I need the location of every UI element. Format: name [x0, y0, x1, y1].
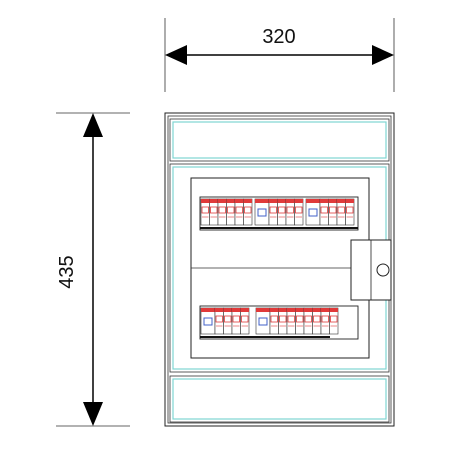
breaker-header	[270, 308, 279, 312]
breaker-group-4	[200, 307, 250, 335]
breaker-toggle-icon	[320, 206, 328, 214]
rcd-header	[201, 308, 215, 312]
breaker-header	[328, 199, 337, 203]
height-dimension: 435	[56, 112, 130, 427]
breaker-header	[304, 308, 313, 312]
breaker-toggle-icon	[270, 315, 278, 323]
breaker-toggle-icon	[201, 206, 209, 214]
breaker-group-5	[255, 307, 339, 335]
breaker-toggle-icon	[329, 206, 337, 214]
rcd-test-button-icon	[203, 317, 213, 326]
breaker-header	[201, 199, 210, 203]
width-arrow-left	[165, 45, 187, 65]
breaker-toggle-icon	[227, 206, 235, 214]
breaker-toggle-icon	[330, 315, 338, 323]
breaker-toggle-icon	[244, 206, 252, 214]
bottom-cover-frame	[172, 378, 387, 420]
breaker-group-2	[254, 198, 304, 226]
breaker-header	[312, 308, 321, 312]
height-arrow-bottom	[83, 402, 103, 426]
breaker-header	[320, 199, 329, 203]
rcd-test-button-icon	[258, 317, 268, 326]
breaker-header	[226, 199, 235, 203]
bottom-cover	[169, 375, 390, 423]
breaker-toggle-icon	[224, 315, 232, 323]
breaker-toggle-icon	[304, 315, 312, 323]
breaker-header	[232, 308, 241, 312]
breaker-header	[218, 199, 227, 203]
rcd-test-button-icon	[257, 208, 267, 217]
width-label: 320	[262, 26, 295, 48]
breaker-toggle-icon	[287, 315, 295, 323]
breaker-toggle-icon	[346, 206, 354, 214]
width-arrow-right	[372, 45, 394, 65]
breaker-header	[329, 308, 338, 312]
breaker-toggle-icon	[313, 315, 321, 323]
rcd-header	[306, 199, 320, 203]
breaker-header	[277, 199, 286, 203]
breaker-header	[295, 308, 304, 312]
upper-breakers	[200, 198, 355, 226]
breaker-header	[240, 308, 249, 312]
breaker-header	[294, 199, 303, 203]
breaker-toggle-icon	[295, 206, 303, 214]
breaker-toggle-icon	[269, 206, 277, 214]
enclosure-outer	[164, 112, 395, 427]
top-cover	[169, 118, 390, 162]
lower-breakers	[200, 307, 339, 335]
rcd-header	[256, 308, 270, 312]
breaker-toggle-icon	[321, 315, 329, 323]
breaker-header	[215, 308, 224, 312]
breaker-toggle-icon	[218, 206, 226, 214]
rcd-test-button-icon	[308, 208, 318, 217]
breaker-header	[243, 199, 252, 203]
top-cover-frame	[172, 121, 387, 159]
height-label: 435	[56, 255, 78, 288]
breaker-header	[235, 199, 244, 203]
breaker-header	[287, 308, 296, 312]
breaker-header	[337, 199, 346, 203]
height-arrow-top	[83, 113, 103, 137]
breaker-toggle-icon	[337, 206, 345, 214]
breaker-toggle-icon	[278, 206, 286, 214]
breaker-group-3	[305, 198, 355, 226]
breaker-toggle-icon	[241, 315, 249, 323]
breaker-toggle-icon	[235, 206, 243, 214]
enclosure	[164, 112, 395, 427]
width-dimension: 320	[164, 18, 395, 92]
rcd-header	[255, 199, 269, 203]
breaker-header	[278, 308, 287, 312]
breaker-toggle-icon	[279, 315, 287, 323]
breaker-header	[321, 308, 330, 312]
latch-knob-icon	[376, 263, 390, 277]
breaker-toggle-icon	[215, 315, 223, 323]
breaker-toggle-icon	[210, 206, 218, 214]
breaker-group-1	[200, 198, 253, 226]
breaker-header	[286, 199, 295, 203]
breaker-toggle-icon	[232, 315, 240, 323]
breaker-header	[209, 199, 218, 203]
breaker-header	[269, 199, 278, 203]
breaker-header	[223, 308, 232, 312]
breaker-header	[345, 199, 354, 203]
breaker-toggle-icon	[296, 315, 304, 323]
breaker-toggle-icon	[286, 206, 294, 214]
